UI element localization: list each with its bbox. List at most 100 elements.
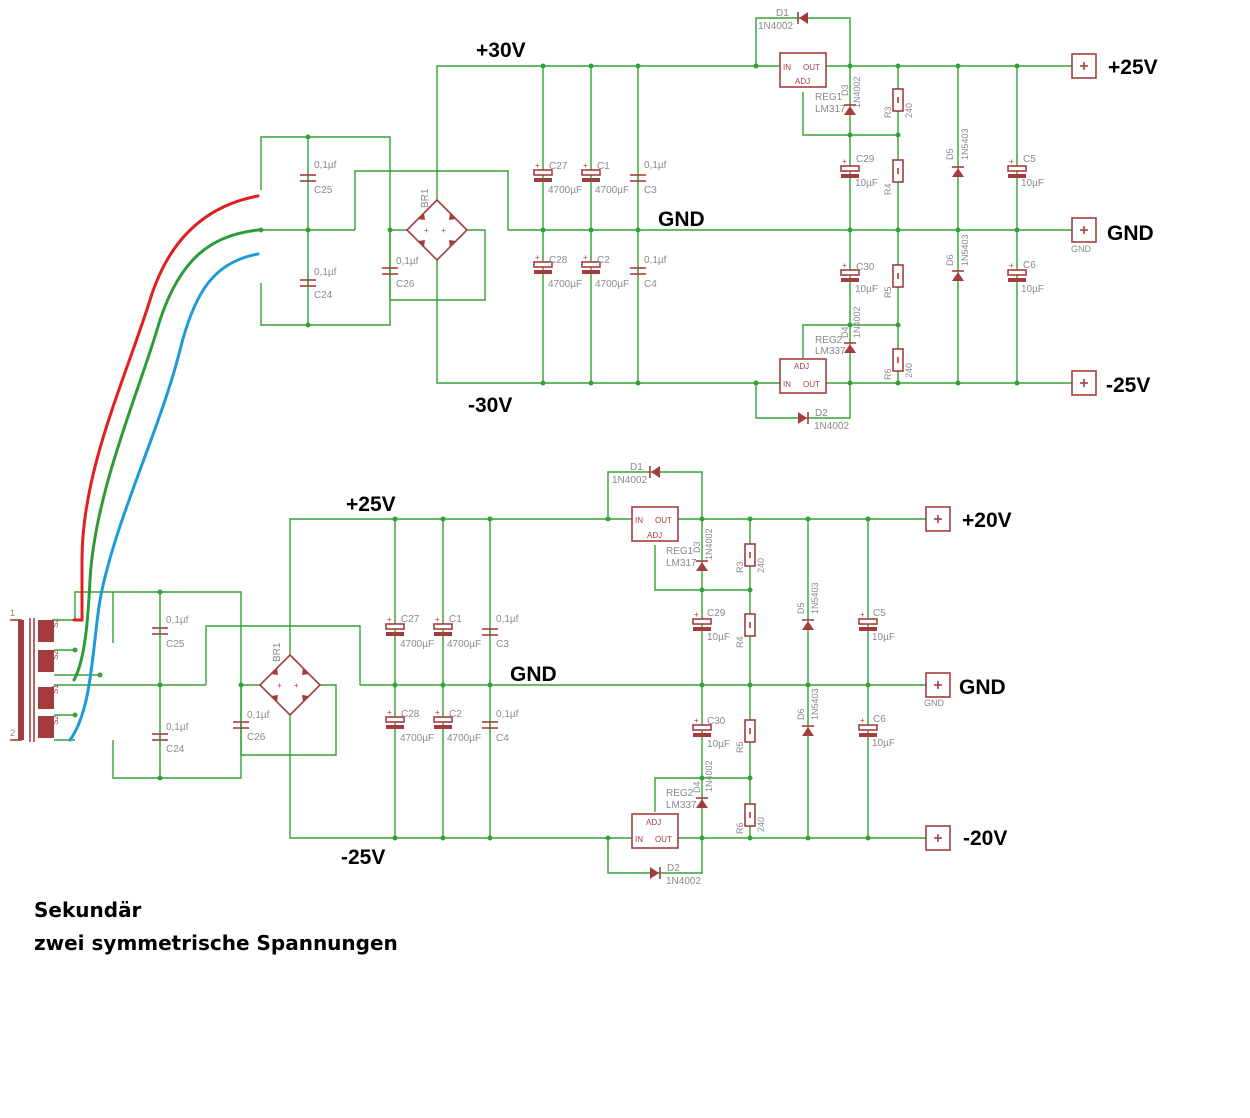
svg-text:1N4002: 1N4002 bbox=[666, 876, 701, 887]
svg-text:ADJ: ADJ bbox=[794, 362, 809, 371]
capacitor-c28-b: C28 4700µF bbox=[385, 707, 434, 744]
note-line-2: zwei symmetrische Spannungen bbox=[34, 931, 398, 955]
terminal-top-neg bbox=[1071, 370, 1097, 396]
svg-text:BR1: BR1 bbox=[420, 188, 431, 208]
svg-text:C29: C29 bbox=[707, 608, 726, 619]
svg-text:0,1µf: 0,1µf bbox=[314, 160, 337, 171]
svg-text:D2: D2 bbox=[815, 408, 828, 419]
bridge-rectifier-br1: BR1 bbox=[406, 188, 468, 261]
output-label-bottom-gnd: GND bbox=[959, 676, 1006, 699]
resistor-r6-b: R6 240 bbox=[735, 803, 766, 834]
capacitor-c25-b: 0,1µf C25 bbox=[151, 615, 189, 650]
svg-text:C3: C3 bbox=[496, 639, 509, 650]
capacitor-c4-b: 0,1µf C4 bbox=[481, 709, 519, 744]
svg-text:R5: R5 bbox=[883, 286, 893, 298]
svg-text:4700µF: 4700µF bbox=[447, 639, 481, 650]
svg-text:OUT: OUT bbox=[655, 835, 672, 844]
capacitor-c29: C29 10µF bbox=[840, 154, 878, 189]
svg-text:R6: R6 bbox=[883, 368, 893, 380]
regulator-reg2: ADJ IN OUT REG2 LM337 bbox=[779, 335, 846, 394]
regulator-reg1-b: IN OUT ADJ REG1 LM317 bbox=[631, 506, 697, 569]
svg-text:OUT: OUT bbox=[655, 516, 672, 525]
svg-text:D1: D1 bbox=[630, 462, 643, 473]
diode-d5-b: D5 1N5403 bbox=[796, 582, 820, 631]
note-line-1: Sekundär bbox=[34, 898, 142, 922]
svg-text:D3: D3 bbox=[692, 541, 702, 553]
resistor-r6: R6 240 bbox=[883, 348, 914, 380]
svg-text:1N4002: 1N4002 bbox=[704, 528, 714, 560]
capacitor-c1: C1 4700µF bbox=[581, 160, 629, 196]
svg-text:1N4002: 1N4002 bbox=[852, 306, 862, 338]
regulator-reg1: IN OUT ADJ REG1 LM317 bbox=[779, 52, 846, 115]
bottom-circuit: 0,1µf C25 0,1µf C24 0,1µf C26 BR1 C27 47… bbox=[74, 462, 1012, 887]
svg-text:0,1µf: 0,1µf bbox=[396, 256, 419, 267]
svg-text:OUT: OUT bbox=[803, 380, 820, 389]
svg-text:240: 240 bbox=[756, 558, 766, 573]
svg-text:C27: C27 bbox=[401, 614, 420, 625]
terminal-top-gnd bbox=[1071, 217, 1097, 243]
capacitor-c6-b: C6 10µF bbox=[858, 714, 895, 749]
red-wire bbox=[72, 194, 260, 622]
capacitor-c27: C27 4700µF bbox=[533, 160, 582, 196]
svg-text:C25: C25 bbox=[314, 185, 333, 196]
svg-text:LM317: LM317 bbox=[666, 558, 697, 569]
svg-text:IN: IN bbox=[783, 63, 791, 72]
svg-text:240: 240 bbox=[756, 817, 766, 832]
svg-text:D5: D5 bbox=[945, 148, 955, 160]
output-label-bottom-neg: -20V bbox=[963, 827, 1007, 850]
svg-text:C30: C30 bbox=[707, 716, 726, 727]
diode-d3-b: D3 1N4002 bbox=[692, 528, 714, 572]
capacitor-c6: C6 10µF bbox=[1007, 260, 1044, 295]
terminal-bottom-gnd bbox=[925, 672, 951, 698]
capacitor-c26: 0,1µf C26 bbox=[381, 256, 419, 290]
svg-text:4700µF: 4700µF bbox=[548, 279, 582, 290]
capacitor-c25: 0,1µf C25 bbox=[299, 160, 337, 196]
svg-text:1N4002: 1N4002 bbox=[758, 21, 793, 32]
svg-text:1N5403: 1N5403 bbox=[960, 234, 970, 266]
capacitor-c1-b: C1 4700µF bbox=[433, 614, 481, 650]
svg-text:10µF: 10µF bbox=[707, 739, 730, 750]
svg-text:D6: D6 bbox=[796, 708, 806, 720]
svg-text:C26: C26 bbox=[396, 279, 415, 290]
svg-text:R4: R4 bbox=[735, 636, 745, 648]
capacitor-c24-b: 0,1µf C24 bbox=[151, 722, 189, 755]
capacitor-c26-b: 0,1µf C26 bbox=[232, 710, 270, 743]
svg-text:C4: C4 bbox=[644, 279, 657, 290]
svg-text:4700µF: 4700µF bbox=[595, 185, 629, 196]
rail-label-top-pos: +30V bbox=[476, 39, 526, 62]
svg-text:C4: C4 bbox=[496, 733, 509, 744]
svg-text:C27: C27 bbox=[549, 161, 568, 172]
green-wire bbox=[72, 228, 260, 682]
svg-text:ADJ: ADJ bbox=[795, 77, 810, 86]
svg-text:D3: D3 bbox=[840, 84, 850, 96]
svg-text:0,1µf: 0,1µf bbox=[496, 614, 519, 625]
terminal-bottom-pos bbox=[925, 506, 951, 532]
resistor-r4-b: R4 bbox=[735, 613, 756, 648]
output-label-bottom-pos: +20V bbox=[962, 509, 1012, 532]
svg-text:R5: R5 bbox=[735, 741, 745, 753]
svg-text:LM337: LM337 bbox=[666, 800, 697, 811]
resistor-r3-b: R3 240 bbox=[735, 543, 766, 573]
svg-text:240: 240 bbox=[904, 103, 914, 118]
svg-text:240: 240 bbox=[904, 363, 914, 378]
svg-text:C6: C6 bbox=[1023, 260, 1036, 271]
capacitor-c30: C30 10µF bbox=[840, 260, 878, 295]
rail-label-bottom-gnd: GND bbox=[510, 663, 557, 686]
blue-wire bbox=[68, 252, 260, 742]
svg-text:0,1µf: 0,1µf bbox=[314, 267, 337, 278]
svg-text:C5: C5 bbox=[873, 608, 886, 619]
hand-drawn-wires bbox=[68, 194, 260, 742]
bridge-rectifier-br1-b: BR1 bbox=[259, 642, 321, 716]
diode-d6: D6 1N5403 bbox=[945, 234, 970, 282]
terminal-gnd-tag: GND bbox=[1071, 244, 1092, 254]
terminal-bottom-neg bbox=[925, 825, 951, 851]
output-label-top-pos: +25V bbox=[1108, 56, 1158, 79]
svg-text:ADJ: ADJ bbox=[646, 818, 661, 827]
svg-text:1N5403: 1N5403 bbox=[810, 688, 820, 720]
svg-text:IN: IN bbox=[635, 835, 643, 844]
svg-text:D2: D2 bbox=[667, 863, 680, 874]
svg-text:4700µF: 4700µF bbox=[447, 733, 481, 744]
svg-text:OUT: OUT bbox=[803, 63, 820, 72]
svg-text:D4: D4 bbox=[840, 326, 850, 338]
diode-d1: D1 1N4002 bbox=[758, 8, 809, 32]
